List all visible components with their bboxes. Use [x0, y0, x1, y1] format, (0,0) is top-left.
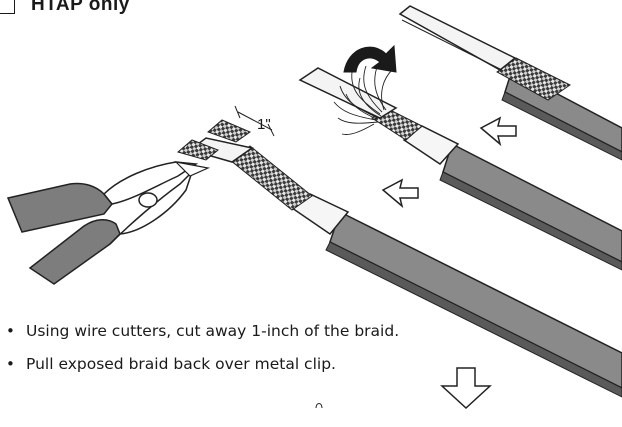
dimension-label: 1" — [257, 116, 271, 133]
section-header: HTAP only — [0, 0, 130, 16]
frayed-braid — [333, 63, 393, 135]
bullet-icon: • — [6, 354, 15, 373]
cable-cut — [176, 105, 622, 398]
page-title: HTAP only — [31, 0, 130, 15]
bullet-icon: • — [6, 321, 15, 340]
direction-arrow-icon — [381, 116, 517, 209]
partial-symbol — [315, 403, 323, 409]
instruction-list: • Using wire cutters, cut away 1-inch of… — [6, 314, 399, 380]
instruction-text: Pull exposed braid back over metal clip. — [26, 354, 336, 373]
cable-finished — [398, 5, 622, 161]
list-item: • Pull exposed braid back over metal cli… — [6, 347, 399, 380]
step-number-box — [0, 0, 15, 14]
list-item: • Using wire cutters, cut away 1-inch of… — [6, 314, 399, 347]
cable-braid-pulled — [298, 44, 622, 271]
instruction-text: Using wire cutters, cut away 1-inch of t… — [26, 321, 400, 340]
down-arrow-icon — [440, 367, 492, 410]
rotate-arrow-icon — [343, 44, 397, 73]
wire-cutters-icon — [6, 161, 211, 285]
